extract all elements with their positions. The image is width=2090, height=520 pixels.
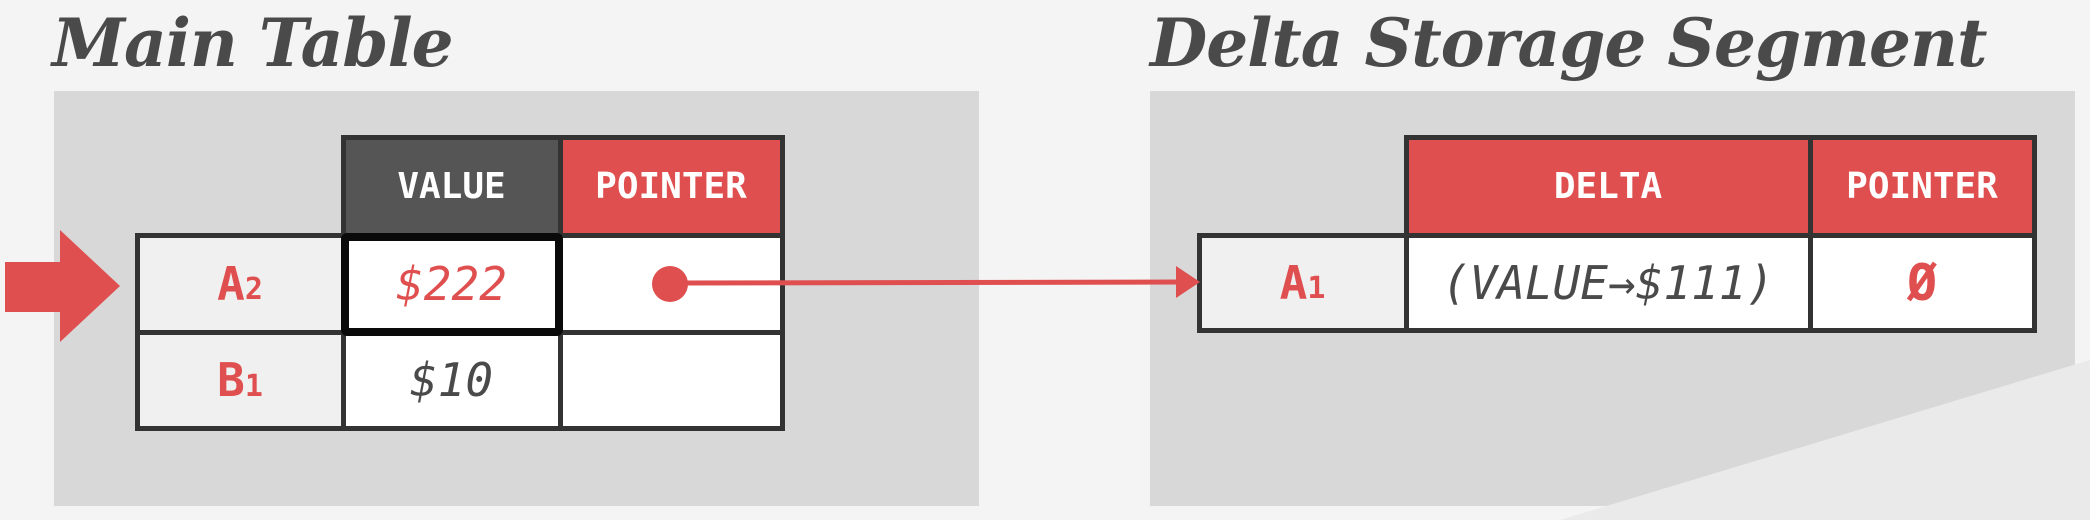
background-decoration: [1560, 360, 2090, 520]
delta-row-1-delta: (VALUE→$111): [1406, 235, 1810, 330]
entry-arrow-icon: [5, 230, 120, 342]
main-header-pointer: POINTER: [560, 137, 782, 235]
pointer-line: [679, 279, 1181, 286]
delta-grid-line: [1404, 135, 2037, 140]
delta-grid-line: [2032, 135, 2037, 333]
main-row-2-key-letter: B: [217, 353, 245, 407]
delta-header-pointer: POINTER: [1810, 137, 2034, 235]
current-version-highlight: [341, 233, 563, 336]
delta-grid-line: [1808, 135, 1813, 333]
main-row-2-pointer-cell: [560, 332, 782, 428]
delta-grid-line: [1197, 233, 1202, 333]
pointer-dot-icon: [652, 266, 688, 302]
main-row-1-key-subscript: 2: [244, 272, 263, 307]
main-grid-line: [343, 135, 784, 140]
delta-row-1-key-letter: A: [1279, 255, 1308, 310]
main-header-value: VALUE: [343, 137, 560, 235]
main-row-1-value: $222: [343, 235, 560, 332]
delta-storage-title: Delta Storage Segment: [1150, 4, 1987, 82]
main-row-1-key-letter: A: [217, 256, 245, 311]
main-grid-line: [135, 426, 784, 431]
delta-grid-line: [1197, 328, 2037, 333]
delta-row-1-key-subscript: 1: [1307, 271, 1326, 306]
delta-grid-line: [1404, 135, 1409, 333]
main-grid-line: [135, 233, 140, 431]
delta-row-1-null-pointer: Ø: [1810, 235, 2034, 330]
delta-grid-line: [1197, 233, 2037, 238]
pointer-arrowhead-icon: [1176, 266, 1200, 298]
main-table-title: Main Table: [52, 4, 454, 82]
delta-header-delta: DELTA: [1406, 137, 1810, 235]
main-row-2-key-subscript: 1: [244, 368, 263, 404]
main-row-2-value: $10: [343, 332, 560, 428]
